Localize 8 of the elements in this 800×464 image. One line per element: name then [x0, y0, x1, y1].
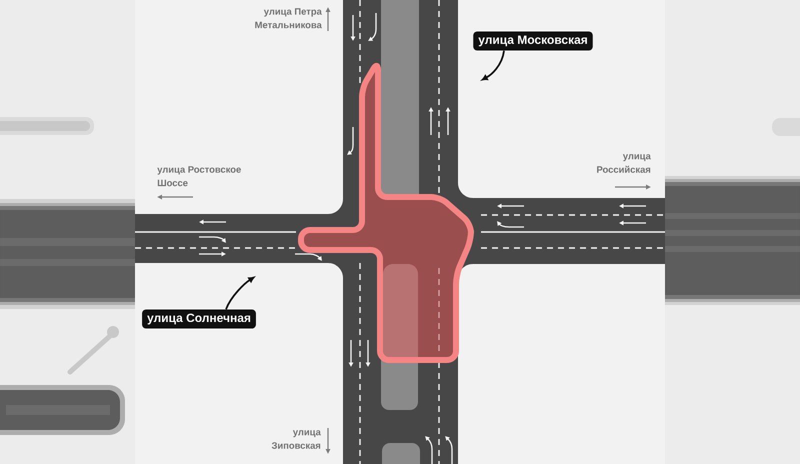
callout-box: улица Солнечная — [142, 310, 256, 328]
leader-arrow — [482, 50, 505, 80]
street-label: улица Российская — [597, 154, 651, 173]
callout-box: улица Московская — [473, 32, 593, 50]
leader-arrow — [225, 276, 254, 310]
street-label: улица Петра Метальникова — [255, 8, 322, 28]
street-label: улица Зиповская — [272, 430, 321, 449]
street-label: улица Ростовское Шоссе — [157, 166, 241, 186]
